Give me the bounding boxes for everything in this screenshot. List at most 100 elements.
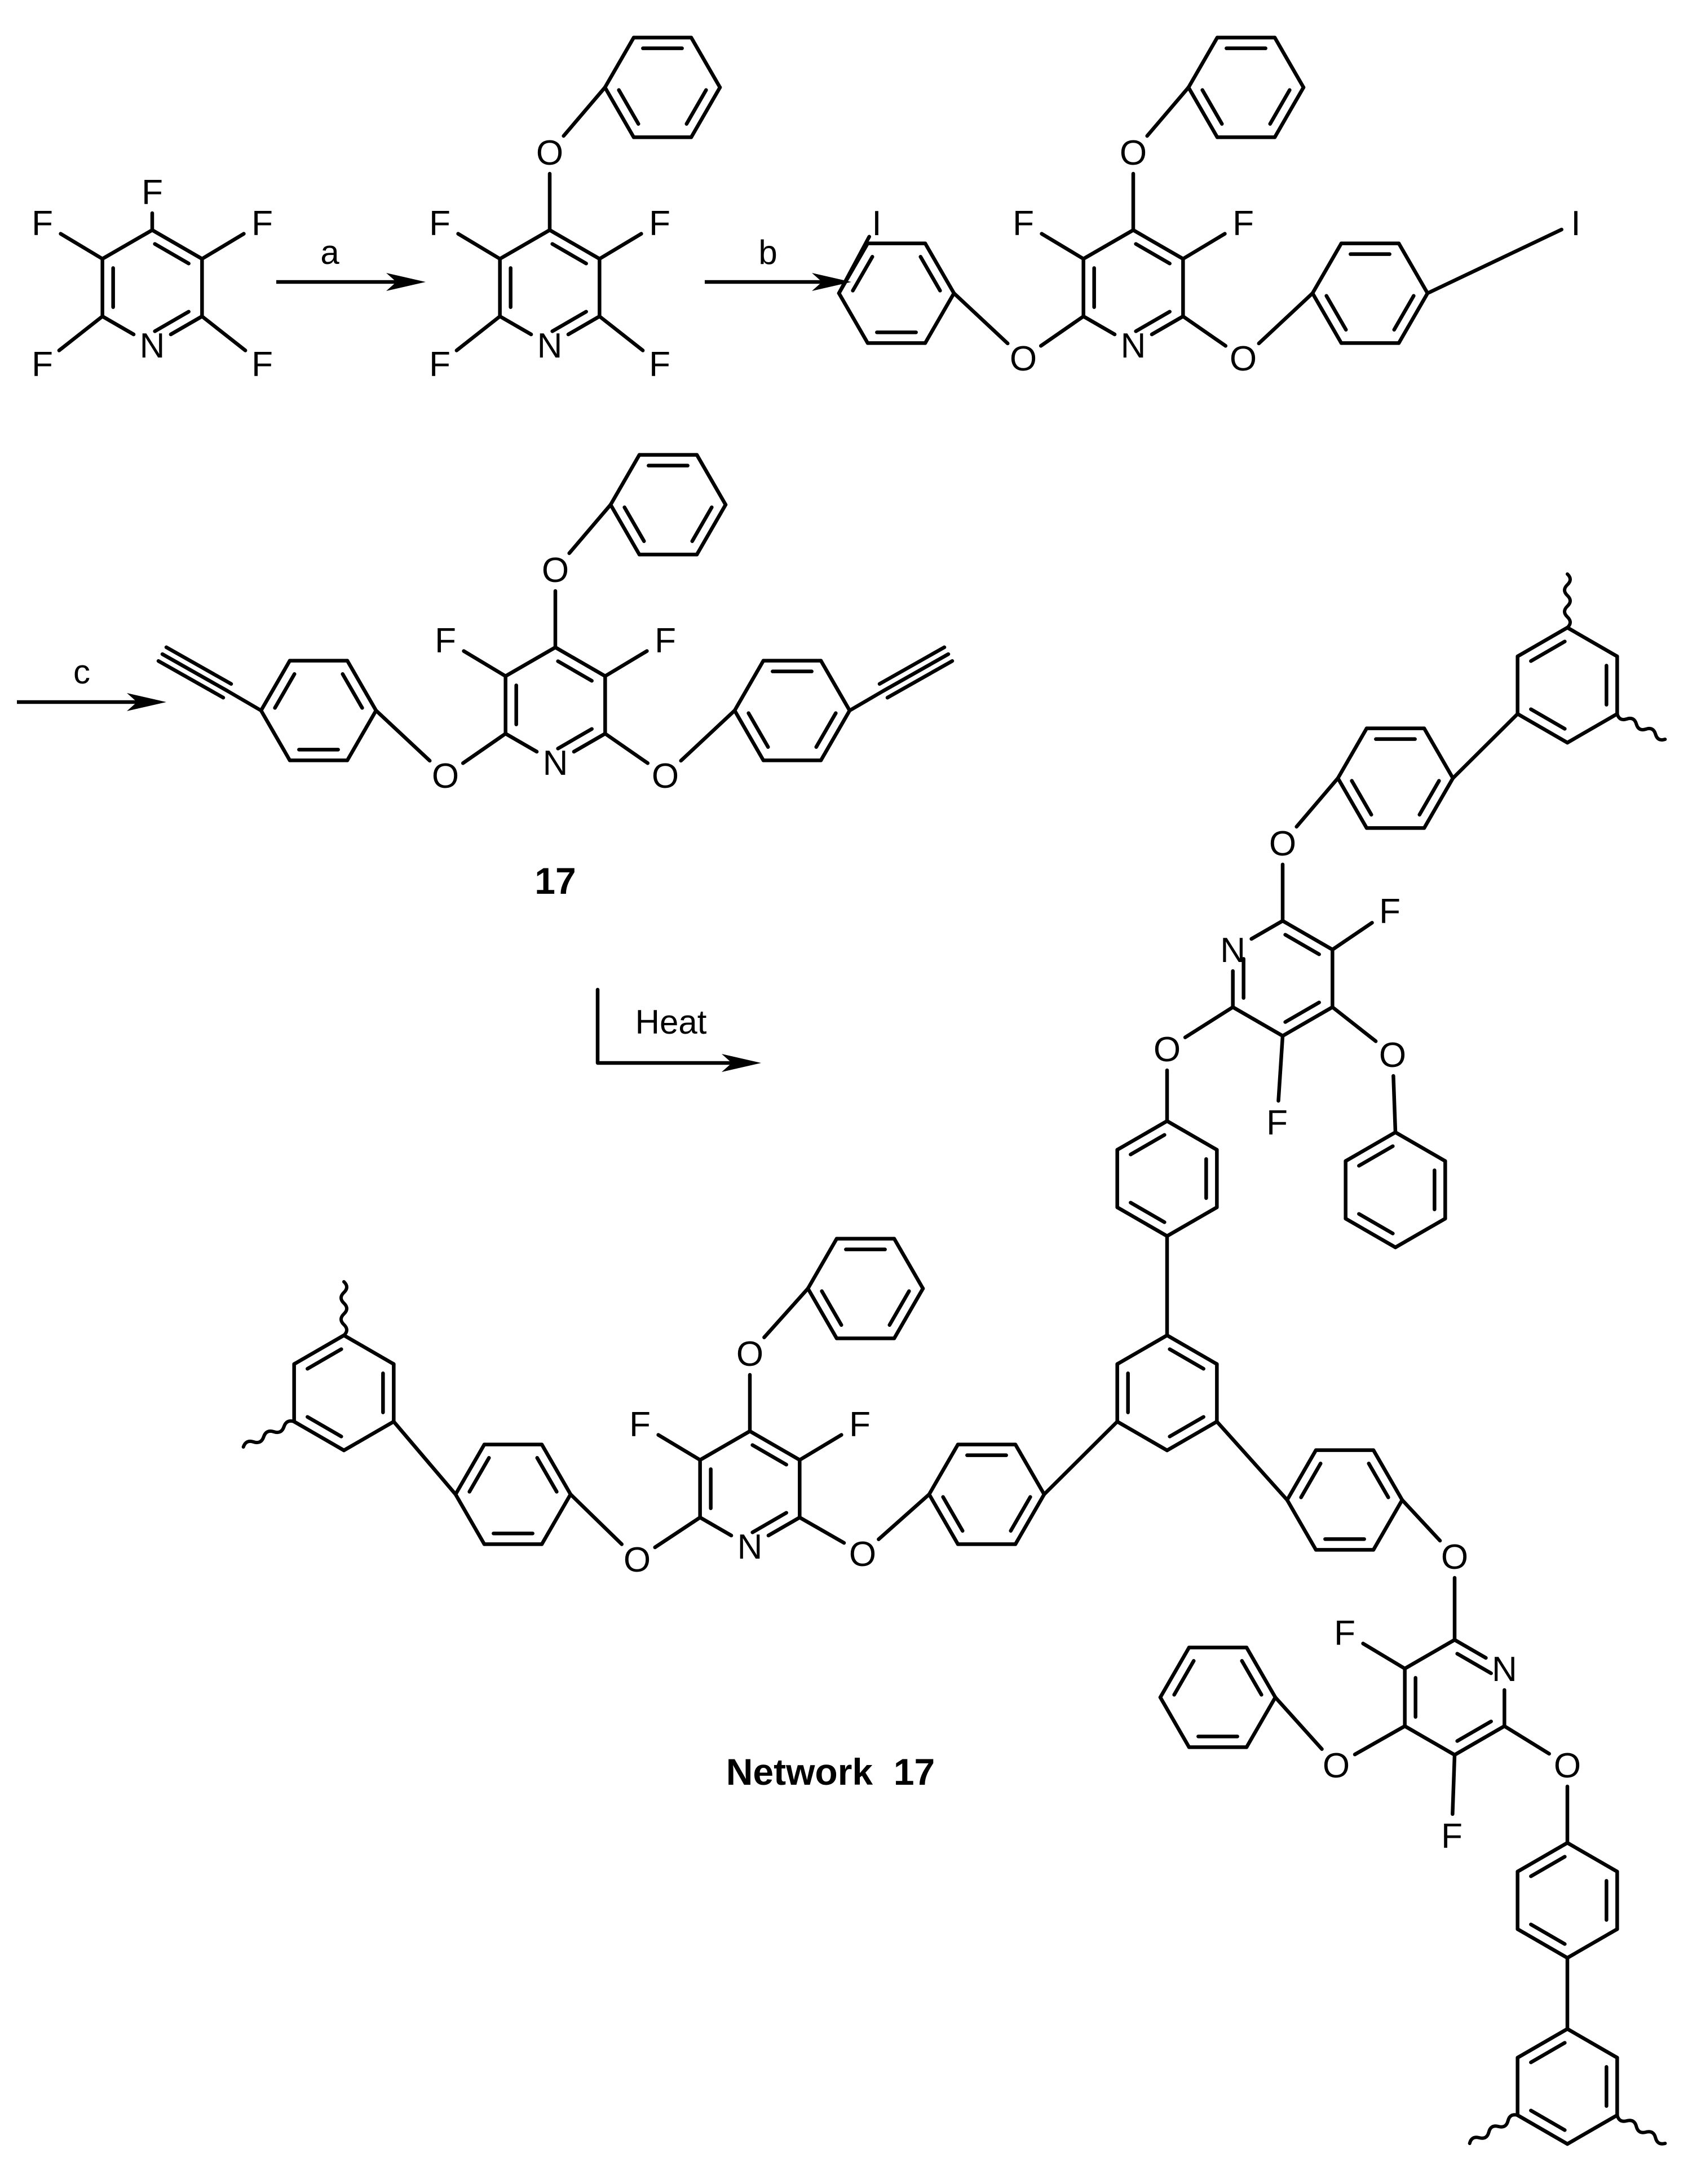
network-left-aryl-ring-double-bond (535, 1456, 559, 1494)
fluorine-atom: F (1441, 1817, 1463, 1856)
network-left-end-ring-double-bond (306, 1415, 343, 1439)
network-top-phenylene-double-bond (1129, 1201, 1167, 1224)
monomer-17-aryl-ring-right-bond (819, 708, 852, 762)
monomer-17-phenoxy-ring-double-bond (622, 505, 646, 543)
o-phenyl-bond (567, 502, 613, 555)
diiodo-pyridine-nitrogen: N (1121, 327, 1146, 365)
network-right-end-ring-double-bond (1529, 2108, 1567, 2132)
network-left-phenylene-bond (1013, 1492, 1046, 1546)
monomer-17-aryl-ring-left-bond (259, 708, 292, 762)
phenoxy-pyridine-ring-bond (498, 228, 552, 261)
diiodo-phenoxy-oxygen: O (1120, 134, 1147, 173)
biaryl-bond (1215, 1419, 1289, 1502)
reaction-arrow-a-head (386, 273, 426, 291)
network-left-phenylene-bond (927, 1442, 960, 1497)
step-b-label: b (758, 233, 777, 271)
network-right-aryl-ring-bond (1565, 1841, 1619, 1874)
fluorine-atom: F (435, 621, 456, 660)
fluorine-atom: F (629, 1405, 651, 1444)
network-left-end-ring-bond (342, 1333, 396, 1366)
monomer-17-aryl-ring-right-bond (732, 659, 766, 713)
c-f-bond (200, 314, 248, 352)
alkyne-bond (847, 689, 886, 713)
diiodo-aryl-ring-right-bond (1310, 241, 1344, 295)
o-aryl-bond (1294, 776, 1340, 829)
iodine-atom: I (1571, 204, 1580, 243)
network-upper-end-ring-bond (1565, 712, 1619, 745)
network-right-aryl-ring-bond (1565, 1927, 1619, 1960)
c-f-bond (57, 314, 104, 352)
network-left-phenoxy-ring-bond (806, 1286, 839, 1340)
monomer-17-label: 17 (534, 860, 576, 902)
network-left-aryl-ring-double-bond (467, 1456, 491, 1494)
network-upper-pyridine-bond (1280, 1005, 1335, 1038)
network-central-ring-bond (1165, 1419, 1219, 1453)
pentafluoropyridine-ring-bond (100, 314, 136, 337)
network-upper-aryl-ring-double-bond (1350, 779, 1373, 817)
network-upper-aryl-ring-bond (1422, 726, 1455, 780)
fluorine-atom: F (251, 204, 273, 243)
network-left-end-ring-double-bond (306, 1347, 343, 1371)
fluorine-atom: F (1266, 1104, 1288, 1142)
diiodo-aryl-ring-left-double-bond (851, 255, 874, 293)
network-right-phenylene-bond (1285, 1498, 1318, 1552)
network-left-phenylene-bond (927, 1492, 960, 1546)
diiodo-pyridine-double-bond (1134, 242, 1172, 266)
c-f-bond (59, 232, 104, 261)
network-top-phenylene-bond (1165, 1205, 1219, 1238)
network-right-phenylene-double-bond (1367, 1462, 1390, 1499)
fluorine-atom: F (1232, 204, 1254, 243)
pentafluoropyridine-double-bond (153, 242, 191, 266)
monomer-17-phenoxy-ring-double-bond (690, 505, 714, 543)
phenyl-ring-bond (689, 85, 722, 139)
monomer-17-phenoxy-ring-bond (608, 453, 642, 507)
diiodo-pyridine-bond (1081, 228, 1136, 261)
network-left-pyridine-bond (748, 1429, 802, 1462)
diiodo-aryl-ring-right-bond (1397, 241, 1430, 295)
fluorine-atom: F (655, 621, 676, 660)
network-right-aryl-ring-bond (1516, 1841, 1570, 1874)
o-aryl-bond (679, 708, 737, 763)
network-right-end-ring-bond (1516, 2113, 1570, 2146)
reaction-arrow-b-head (812, 273, 851, 291)
network-upper-pyridine-nitrogen: N (1220, 931, 1245, 970)
triple-bond (881, 652, 951, 693)
wavy-bond-continuation (1615, 2114, 1667, 2146)
fluorine-atom: F (429, 345, 450, 384)
network-upper-end-ring-double-bond (1529, 639, 1567, 663)
c-f-bond (603, 649, 649, 678)
network-left-pyridine-double-bond (750, 1511, 788, 1534)
c-f-bond (598, 232, 643, 261)
network-right-phenoxy-ring-double-bond (1172, 1659, 1196, 1697)
c-f-bond (454, 314, 502, 352)
fluorine-atom: F (32, 204, 53, 243)
o-phenyl-bond (1273, 1695, 1324, 1751)
diiodo-aryloxy-oxygen-left: O (1010, 339, 1037, 378)
triple-bond (885, 659, 955, 700)
phenyl-ring-double-bond (617, 88, 640, 126)
network-upper-pyridine-bond (1280, 919, 1335, 952)
monomer-17-pyridine-bond (503, 731, 539, 754)
c-f-bond (1451, 1753, 1457, 1816)
step-a-label: a (320, 233, 339, 271)
fluorine-atom: F (251, 345, 273, 384)
monomer-17-aryl-ring-right-bond (819, 659, 852, 713)
c-i-bond (837, 235, 872, 295)
diiodo-phenoxy-ring-bond (1186, 85, 1220, 139)
network-right-oxygen: O (1441, 1538, 1468, 1577)
phenoxy-pyridine-double-bond (550, 310, 588, 333)
network-right-end-ring-bond (1516, 2027, 1570, 2060)
network-left-phenylene-bond (1013, 1442, 1046, 1497)
c-o-bond (603, 731, 650, 765)
diiodo-aryl-ring-left-bond (923, 241, 956, 295)
network-right-pyridine-bond (1452, 1638, 1488, 1660)
network-right-pyridine-bond (1452, 1724, 1506, 1757)
network-top-phenylene-bond (1115, 1119, 1169, 1152)
network-central-ring-bond (1115, 1333, 1169, 1366)
c-o-bond (1353, 1724, 1407, 1757)
monomer-17-aryloxy-oxygen-left: O (432, 757, 459, 796)
diiodo-aryl-ring-right-bond (1310, 291, 1344, 345)
network-left-aryl-ring-bond (540, 1442, 573, 1497)
monomer-17-aryl-ring-left-bond (345, 708, 378, 762)
